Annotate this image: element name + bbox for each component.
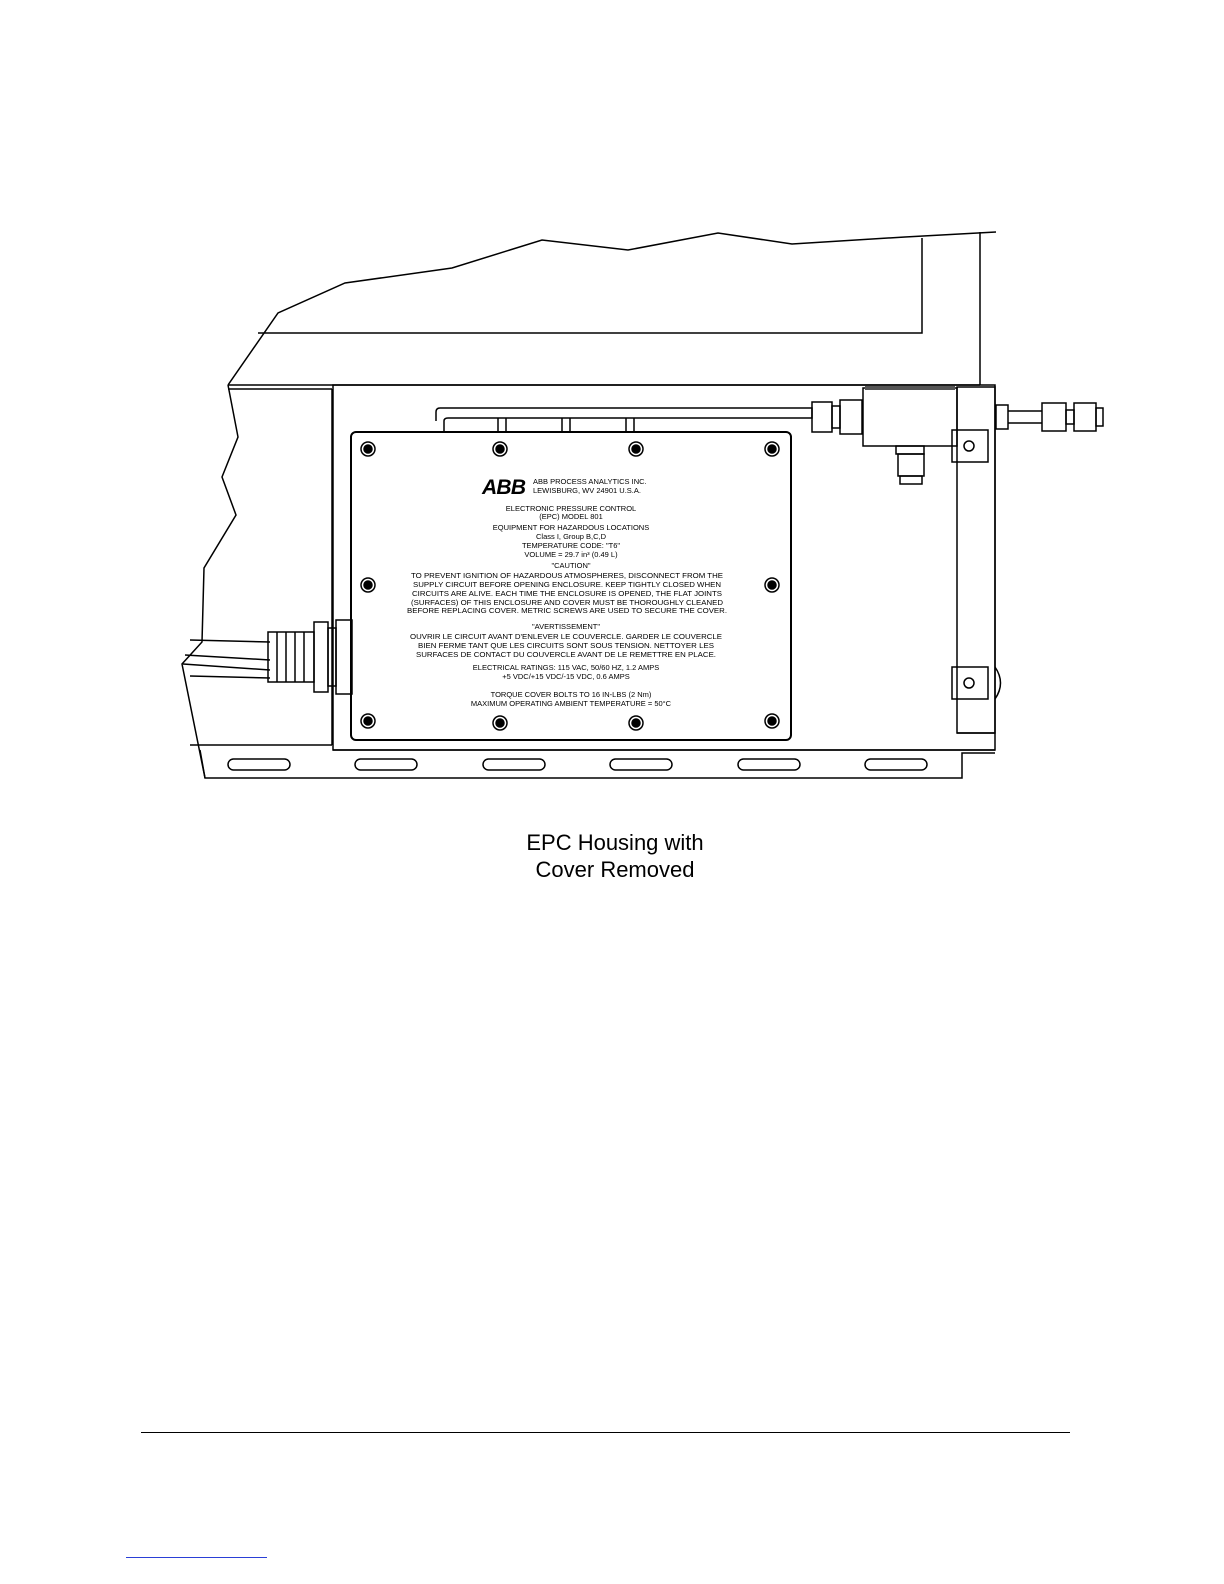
plate-line: EQUIPMENT FOR HAZARDOUS LOCATIONS xyxy=(493,523,649,532)
housing-left-edge xyxy=(181,384,333,779)
pressure-manifold xyxy=(811,386,1104,734)
caption-line-2: Cover Removed xyxy=(535,857,695,882)
plate-line: (SURFACES) OF THIS ENCLOSURE AND COVER M… xyxy=(411,598,724,607)
epc-housing-drawing: ABB ABB PROCESS ANALYTICS INC. LEWISBURG… xyxy=(181,231,1104,779)
abb-logo: ABB xyxy=(481,476,526,499)
plate-line: TORQUE COVER BOLTS TO 16 IN-LBS (2 Nm) xyxy=(491,690,652,699)
mounting-slots xyxy=(227,758,928,771)
cable-gland xyxy=(182,619,353,695)
nameplate-text-block: ELECTRONIC PRESSURE CONTROL (EPC) MODEL … xyxy=(407,504,727,708)
cover-bolts xyxy=(360,441,780,731)
plate-line: TO PREVENT IGNITION OF HAZARDOUS ATMOSPH… xyxy=(411,571,723,580)
company-address: LEWISBURG, WV 24901 U.S.A. xyxy=(533,486,641,495)
plate-line: TEMPERATURE CODE: "T6" xyxy=(522,541,620,550)
footer-rule xyxy=(141,1432,1070,1433)
plate-line: (EPC) MODEL 801 xyxy=(539,512,603,521)
plate-line: ELECTRICAL RATINGS: 115 VAC, 50/60 HZ, 1… xyxy=(473,663,659,672)
plate-line: ELECTRONIC PRESSURE CONTROL xyxy=(506,504,636,513)
plate-line: MAXIMUM OPERATING AMBIENT TEMPERATURE = … xyxy=(471,699,672,708)
plate-line: BEFORE REPLACING COVER. METRIC SCREWS AR… xyxy=(407,606,727,615)
plate-line: "CAUTION" xyxy=(551,561,590,570)
plate-line: SUPPLY CIRCUIT BEFORE OPENING ENCLOSURE.… xyxy=(413,580,721,589)
housing-top-outline xyxy=(227,231,997,386)
plate-line: Class I, Group B,C,D xyxy=(536,532,607,541)
plate-line: +5 VDC/+15 VDC/-15 VDC, 0.6 AMPS xyxy=(502,672,630,681)
footer-link-underline xyxy=(126,1557,267,1558)
nameplate: ABB ABB PROCESS ANALYTICS INC. LEWISBURG… xyxy=(350,431,792,741)
plate-line: BIEN FERME TANT QUE LES CIRCUITS SONT SO… xyxy=(418,641,714,650)
caption-line-1: EPC Housing with xyxy=(526,830,704,855)
plate-line: SURFACES DE CONTACT DU COUVERCLE AVANT D… xyxy=(416,650,716,659)
plate-line: CIRCUITS ARE ALIVE. EACH TIME THE ENCLOS… xyxy=(412,589,722,598)
tubing-rail xyxy=(435,407,813,432)
figure-caption: EPC Housing with Cover Removed xyxy=(0,829,1224,883)
company-name: ABB PROCESS ANALYTICS INC. xyxy=(533,477,647,486)
plate-line: OUVRIR LE CIRCUIT AVANT D'ENLEVER LE COU… xyxy=(410,632,722,641)
plate-line: VOLUME = 29.7 in³ (0.49 L) xyxy=(524,550,618,559)
plate-line: "AVERTISSEMENT" xyxy=(532,622,600,631)
